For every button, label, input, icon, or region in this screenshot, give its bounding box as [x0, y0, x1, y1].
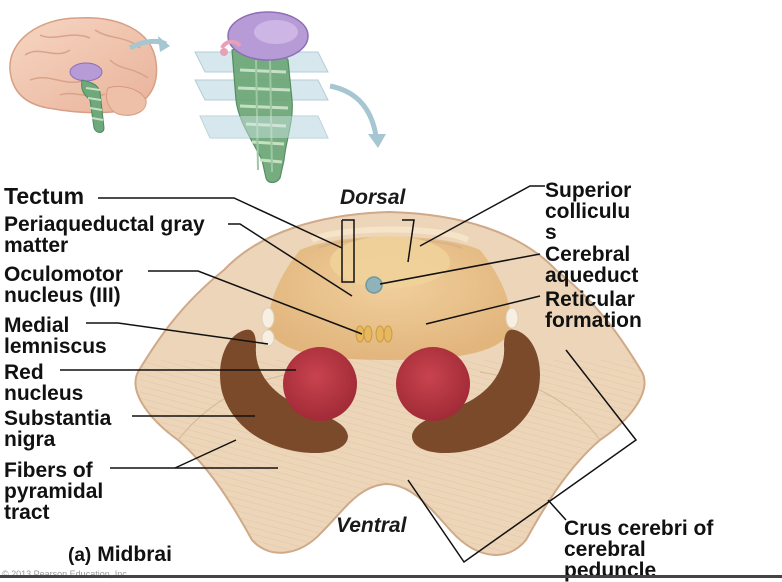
- substantia-nigra-right: [412, 329, 540, 454]
- stem-body: [231, 45, 293, 184]
- colliculus-bulge: [330, 236, 450, 288]
- copyright-notice: © 2013 Pearson Education, Inc.: [2, 569, 130, 579]
- caption-text: Midbrai: [97, 543, 172, 566]
- label-substantia-nigra: Substantia nigra: [4, 407, 112, 451]
- tegmentum-core: [268, 236, 512, 360]
- label-tectum: Tectum: [4, 183, 85, 209]
- label-dorsal: Dorsal: [340, 186, 406, 209]
- label-oculomotor-nucleus: Oculomotor nucleus (III): [4, 263, 123, 307]
- label-periaqueductal-gray-matter: Periaqueductal gray matter: [4, 213, 205, 257]
- cerebral-aqueduct-shape: [365, 276, 383, 294]
- substantia-nigra-left: [220, 329, 348, 454]
- brainstem-slices: [194, 11, 386, 184]
- label-ventral: Ventral: [336, 514, 407, 537]
- red-nucleus-right: [396, 347, 470, 421]
- caption-letter: (a): [68, 545, 92, 566]
- red-nucleus-left: [283, 347, 357, 421]
- label-superior-colliculus: Superior colliculu s: [545, 179, 632, 244]
- figure-caption: (a)Midbrai: [68, 543, 172, 567]
- cerebellum-shape: [105, 86, 147, 116]
- leader-lines: [60, 185, 638, 564]
- arrow-to-section: [329, 83, 379, 137]
- thalamus-thumb: [69, 62, 103, 82]
- label-red-nucleus: Red nucleus: [4, 361, 84, 405]
- label-cerebral-aqueduct: Cerebral aqueduct: [545, 243, 639, 287]
- bottom-bar: [0, 575, 782, 578]
- label-medial-lemniscus: Medial lemniscus: [4, 314, 107, 358]
- label-reticular-formation: Reticular formation: [545, 288, 642, 332]
- brain-thumbnail: [9, 17, 170, 133]
- label-crus-cerebri: Crus cerebri of cerebral peduncle: [564, 517, 714, 582]
- label-pyramidal-tract: Fibers of pyramidal tract: [4, 459, 104, 524]
